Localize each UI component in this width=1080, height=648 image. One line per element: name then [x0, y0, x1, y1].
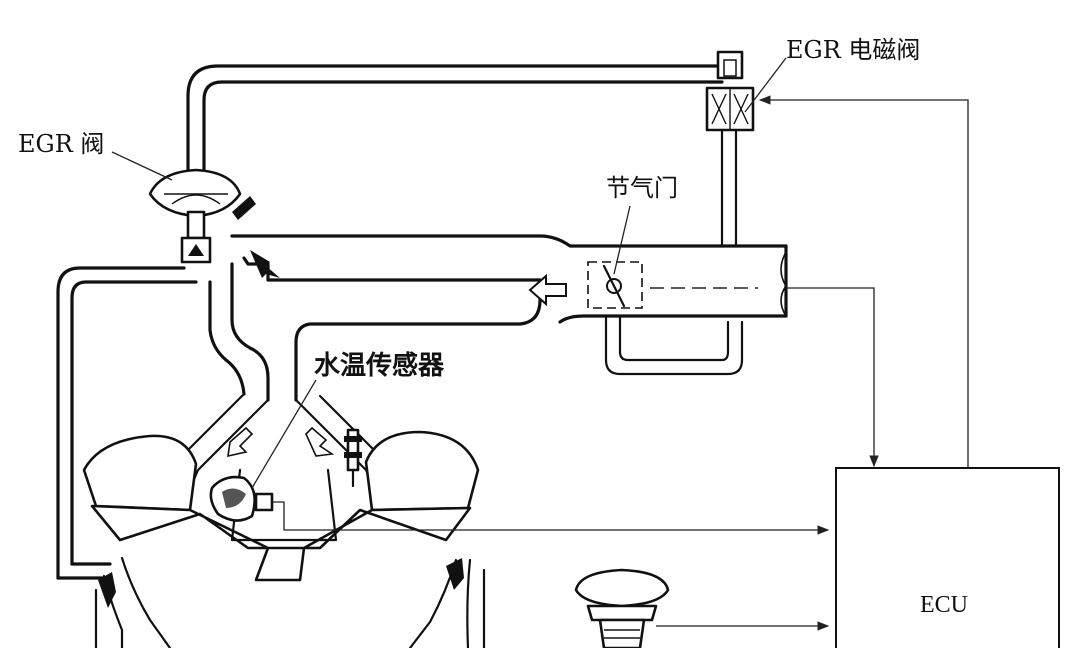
water-temp-signal-wire [272, 501, 830, 535]
intake-flow-arrow [528, 273, 567, 307]
egr-valve-label: EGR 阀 [18, 130, 104, 158]
water-temp-sensor-label: 水温传感器 [314, 351, 445, 381]
egr-pipe-left [56, 266, 198, 580]
throttle-leader-line [613, 205, 631, 275]
egr-solenoid-label: EGR 电磁阀 [786, 36, 920, 64]
egr-solenoid-leader-line [744, 57, 787, 113]
throttle-valve [587, 261, 744, 376]
throttle-label: 节气门 [606, 174, 678, 202]
lower-sensor [574, 568, 670, 648]
vacuum-hose-upper [186, 64, 724, 180]
runner-flow-arrow-left [227, 426, 254, 458]
egr-valve [148, 168, 256, 264]
ecu-box [835, 467, 1060, 648]
throttle-signal-wire [786, 287, 879, 468]
egr-flow-arrow [250, 250, 280, 278]
ecu-to-solenoid-wire [758, 95, 969, 468]
engine-block [82, 430, 486, 648]
water-temp-leader-line [251, 379, 317, 489]
egr-solenoid-valve [705, 50, 755, 246]
ecu-label: ECU [920, 592, 968, 618]
runner-flow-arrow-right [305, 426, 335, 457]
water-temp-sensor [209, 475, 274, 522]
egr-valve-leader-line [111, 151, 173, 181]
fuel-injector [344, 428, 362, 488]
